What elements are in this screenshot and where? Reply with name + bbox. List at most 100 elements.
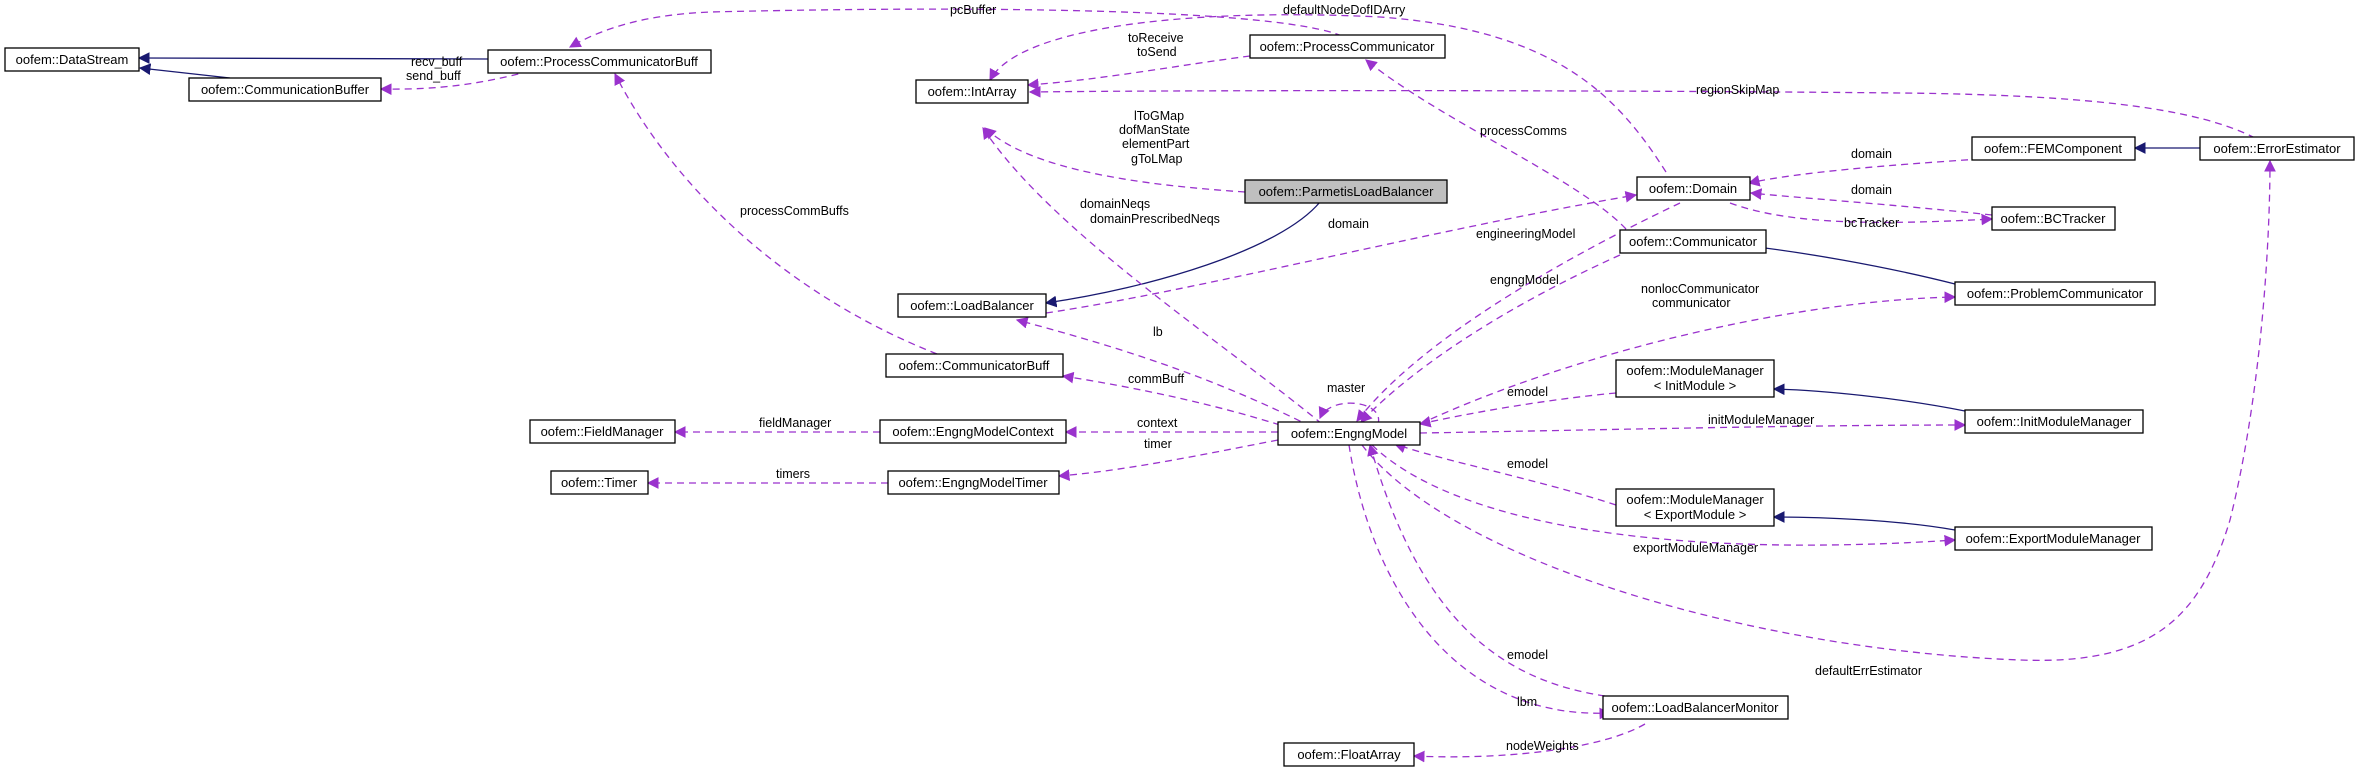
node-domain[interactable]: oofem::Domain — [1636, 176, 1751, 201]
node-label: oofem::EngngModelContext — [892, 424, 1054, 439]
node-label-line2: < InitModule > — [1654, 378, 1736, 393]
edge-emodel-export — [1393, 442, 1617, 506]
node-label: oofem::InitModuleManager — [1977, 414, 2132, 429]
node-floatarray[interactable]: oofem::FloatArray — [1283, 742, 1415, 767]
label-ltogmap: lToGMap — [1134, 109, 1184, 123]
label-engngmodel: engngModel — [1490, 273, 1559, 287]
edge-timer — [1057, 439, 1279, 481]
label-domainneqs: domainNeqs — [1080, 197, 1150, 211]
node-communicator[interactable]: oofem::Communicator — [1619, 229, 1767, 254]
node-label: oofem::EngngModel — [1291, 426, 1407, 441]
edge-bctracker — [1729, 202, 1994, 226]
label-gtolmap: gToLMap — [1131, 152, 1182, 166]
label-lbm: lbm — [1517, 695, 1537, 709]
edge-emodel-init — [1418, 392, 1617, 428]
label-timer: timer — [1144, 437, 1172, 451]
label-emodel-init: emodel — [1507, 385, 1548, 399]
label-domainprescribedneqs: domainPrescribedNeqs — [1090, 212, 1220, 226]
node-label: oofem::BCTracker — [2001, 211, 2107, 226]
node-label: oofem::CommunicationBuffer — [201, 82, 370, 97]
label-nonloccommunicator: nonlocCommunicator — [1641, 282, 1759, 296]
edge-initmodulemanager — [1419, 419, 1967, 434]
label-fieldmanager: fieldManager — [759, 416, 831, 430]
node-problemcommunicator[interactable]: oofem::ProblemCommunicator — [1954, 281, 2156, 306]
edge-communicationbuffer-to-datastream — [138, 63, 231, 79]
node-loadbalancermonitor[interactable]: oofem::LoadBalancerMonitor — [1602, 695, 1789, 720]
label-defaultnodedofidarry: defaultNodeDofIDArry — [1283, 3, 1406, 17]
node-initmodulemanager[interactable]: oofem::InitModuleManager — [1964, 409, 2144, 434]
edges — [137, 8, 2276, 763]
edge-labels: pcBuffer defaultNodeDofIDArry recv_buff … — [406, 3, 1922, 753]
node-modulemanager-initmodule[interactable]: oofem::ModuleManager < InitModule > — [1615, 359, 1775, 398]
node-fieldmanager[interactable]: oofem::FieldManager — [529, 419, 676, 444]
edge-buffs — [379, 70, 531, 96]
node-femcomponent[interactable]: oofem::FEMComponent — [1971, 136, 2136, 161]
node-bctracker[interactable]: oofem::BCTracker — [1991, 206, 2116, 231]
node-label: oofem::FieldManager — [541, 424, 665, 439]
label-domain-lb: domain — [1328, 217, 1369, 231]
node-processcommunicator[interactable]: oofem::ProcessCommunicator — [1249, 34, 1446, 59]
node-label: oofem::LoadBalancerMonitor — [1612, 700, 1780, 715]
edge-engngmodel — [1360, 254, 1621, 423]
node-label: oofem::Domain — [1649, 181, 1737, 196]
node-timer[interactable]: oofem::Timer — [550, 470, 649, 495]
label-emodel-export: emodel — [1507, 457, 1548, 471]
label-nodeweights: nodeWeights — [1506, 739, 1579, 753]
edge-domain-from-bctracker — [1749, 188, 1993, 216]
node-label-line1: oofem::ModuleManager — [1626, 363, 1764, 378]
node-label: oofem::FloatArray — [1297, 747, 1401, 762]
node-processcommunicatorbuff[interactable]: oofem::ProcessCommunicatorBuff — [487, 49, 712, 74]
node-exportmodulemanager[interactable]: oofem::ExportModuleManager — [1954, 526, 2153, 551]
edge-problemcommunicator-to-communicator — [1747, 241, 1956, 285]
node-label-line1: oofem::ModuleManager — [1626, 492, 1764, 507]
node-label: oofem::Timer — [561, 475, 638, 490]
node-engngmodeltimer[interactable]: oofem::EngngModelTimer — [887, 470, 1060, 495]
edge-defaulterrestimator — [1361, 159, 2276, 662]
node-label: oofem::EngngModelTimer — [898, 475, 1048, 490]
node-datastream[interactable]: oofem::DataStream — [4, 47, 140, 72]
label-timers: timers — [776, 467, 810, 481]
edge-parmetisloadbalancer-to-loadbalancer — [1044, 201, 1321, 308]
edge-processcomms — [1365, 59, 1627, 230]
node-label: oofem::FEMComponent — [1984, 141, 2122, 156]
node-communicatorbuff[interactable]: oofem::CommunicatorBuff — [885, 353, 1064, 378]
label-defaulterrestimator: defaultErrEstimator — [1815, 664, 1922, 678]
label-commbuff: commBuff — [1128, 372, 1185, 386]
edge-master — [1318, 402, 1380, 425]
node-loadbalancer[interactable]: oofem::LoadBalancer — [897, 293, 1047, 318]
label-lb: lb — [1153, 325, 1163, 339]
edge-processcommunicatorbuff-to-datastream — [137, 52, 489, 64]
label-processcommbuffs: processCommBuffs — [740, 204, 849, 218]
edge-domain-from-loadbalancer — [1045, 190, 1638, 314]
node-communicationbuffer[interactable]: oofem::CommunicationBuffer — [188, 77, 382, 102]
node-label: oofem::Communicator — [1629, 234, 1758, 249]
node-label: oofem::ExportModuleManager — [1966, 531, 2142, 546]
edge-emodel-lbm — [1367, 443, 1606, 697]
edge-regionskipmap — [1028, 86, 2256, 139]
node-errorestimator[interactable]: oofem::ErrorEstimator — [2199, 136, 2355, 161]
node-engngmodelcontext[interactable]: oofem::EngngModelContext — [879, 419, 1067, 444]
label-send-buff: send_buff — [406, 69, 461, 83]
node-label: oofem::ProcessCommunicator — [1260, 39, 1436, 54]
label-domain-bc: domain — [1851, 183, 1892, 197]
edge-exportmodulemanager — [1371, 444, 1957, 547]
label-regionskipmap: regionSkipMap — [1696, 83, 1779, 97]
node-intarray[interactable]: oofem::IntArray — [915, 79, 1029, 104]
nodes: oofem::DataStream oofem::CommunicationBu… — [4, 34, 2355, 767]
label-tosend: toSend — [1137, 45, 1177, 59]
node-label: oofem::ErrorEstimator — [2213, 141, 2341, 156]
edge-domainneqs — [982, 127, 1323, 425]
node-label: oofem::ProblemCommunicator — [1967, 286, 2144, 301]
node-parmetisloadbalancer[interactable]: oofem::ParmetisLoadBalancer — [1244, 179, 1448, 204]
label-pcbuffer: pcBuffer — [950, 3, 996, 17]
node-engngmodel[interactable]: oofem::EngngModel — [1277, 421, 1421, 446]
label-context: context — [1137, 416, 1178, 430]
edge-exportmodulemanager-to-modulemanager-export — [1772, 511, 1956, 531]
node-modulemanager-exportmodule[interactable]: oofem::ModuleManager < ExportModule > — [1615, 488, 1775, 527]
node-label: oofem::ParmetisLoadBalancer — [1259, 184, 1435, 199]
edge-commbuff — [1061, 371, 1281, 426]
edge-engineeringmodel — [1356, 202, 1681, 422]
edge-pcbuffer — [568, 8, 1343, 48]
label-engineeringmodel: engineeringModel — [1476, 227, 1575, 241]
edge-lbm — [1348, 444, 1612, 720]
